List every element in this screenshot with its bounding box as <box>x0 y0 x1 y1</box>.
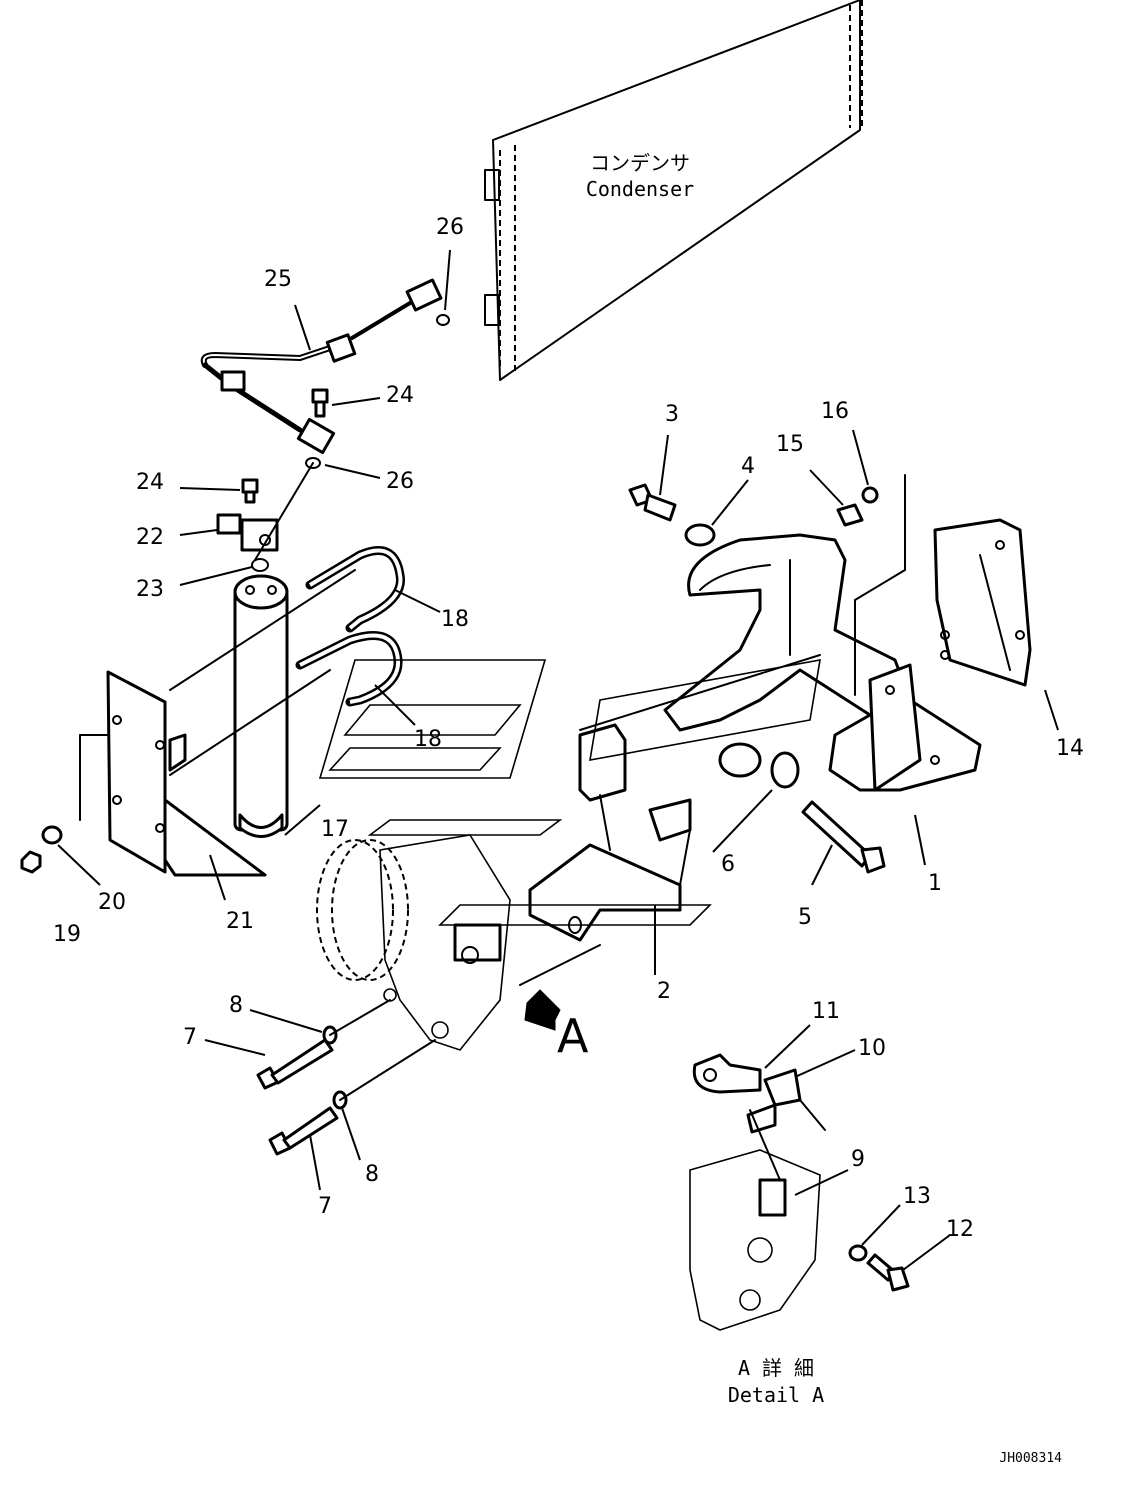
washer-20 <box>41 825 63 845</box>
callout-numbers: 25 26 24 26 24 22 23 18 18 17 20 19 21 3… <box>53 215 1084 1242</box>
callout-17: 17 <box>321 817 349 842</box>
leader-lines <box>57 249 1059 1271</box>
u-bolt-18-upper <box>305 546 405 633</box>
view-marker-a: A <box>557 1009 589 1063</box>
callout-4: 4 <box>741 454 755 479</box>
bracket-1 <box>663 533 982 792</box>
callout-14: 14 <box>1056 736 1084 761</box>
callout-22: 22 <box>136 525 164 550</box>
compressor <box>316 834 511 1051</box>
condenser: コンデンサ Condenser <box>484 0 863 381</box>
callout-11: 11 <box>812 999 840 1024</box>
detail-label-jp: A 詳 細 <box>738 1356 814 1380</box>
clip-10 <box>763 1068 802 1107</box>
callout-19: 19 <box>53 922 81 947</box>
callout-8-lower: 8 <box>365 1162 379 1187</box>
watermark-arrows <box>318 659 821 926</box>
bolt-12 <box>866 1253 910 1292</box>
callout-8-upper: 8 <box>229 993 243 1018</box>
bolt-3 <box>628 483 677 522</box>
o-ring-26-top <box>436 314 450 326</box>
washer-16 <box>861 486 879 504</box>
callout-18-upper: 18 <box>441 607 469 632</box>
detail-a-housing <box>689 1149 821 1331</box>
callout-3: 3 <box>665 402 679 427</box>
receiver-dryer <box>233 574 289 838</box>
bolt-7-lower <box>268 1106 339 1156</box>
callout-26-mid: 26 <box>386 469 414 494</box>
clip-10b <box>746 1103 777 1134</box>
callout-13: 13 <box>903 1184 931 1209</box>
bush-6 <box>770 751 800 789</box>
callout-25: 25 <box>264 267 292 292</box>
callout-12: 12 <box>946 1217 974 1242</box>
callout-1: 1 <box>928 871 942 896</box>
callout-26-top: 26 <box>436 215 464 240</box>
callout-24-upper: 24 <box>386 383 414 408</box>
hose-assembly <box>200 278 443 455</box>
bolt-7-upper <box>256 1038 334 1090</box>
bolt-5 <box>801 800 886 874</box>
pivot-eye <box>718 742 762 778</box>
fitting-22 <box>216 513 279 552</box>
callout-6: 6 <box>721 852 735 877</box>
bolt-15 <box>836 503 864 527</box>
callout-15: 15 <box>776 432 804 457</box>
detail-label-en: Detail A <box>728 1383 824 1407</box>
callout-18-lower: 18 <box>414 727 442 752</box>
callout-10: 10 <box>858 1036 886 1061</box>
callout-21: 21 <box>226 909 254 934</box>
callout-23: 23 <box>136 577 164 602</box>
bolt-24-upper <box>311 388 329 418</box>
callout-20: 20 <box>98 890 126 915</box>
o-ring-23 <box>251 558 269 572</box>
callout-24-lower: 24 <box>136 470 164 495</box>
drawing-code: JH008314 <box>999 1451 1062 1466</box>
link-bracket-2 <box>528 723 692 942</box>
condenser-label-jp: コンデンサ <box>590 151 690 175</box>
bolt-24-lower <box>241 478 259 504</box>
view-arrow: A <box>524 989 589 1063</box>
bracket-21 <box>106 670 267 877</box>
callout-2: 2 <box>657 979 671 1004</box>
callout-7-upper: 7 <box>183 1025 197 1050</box>
plate-14 <box>933 518 1032 687</box>
callout-5: 5 <box>798 905 812 930</box>
nut-19 <box>20 850 42 874</box>
callout-16: 16 <box>821 399 849 424</box>
bracket-11 <box>692 1053 762 1094</box>
condenser-label-en: Condenser <box>586 177 694 201</box>
washer-13 <box>848 1244 868 1262</box>
washer-4 <box>684 523 716 547</box>
callout-7-lower: 7 <box>318 1194 332 1219</box>
callout-9: 9 <box>851 1147 865 1172</box>
o-ring-26-mid <box>305 457 321 469</box>
